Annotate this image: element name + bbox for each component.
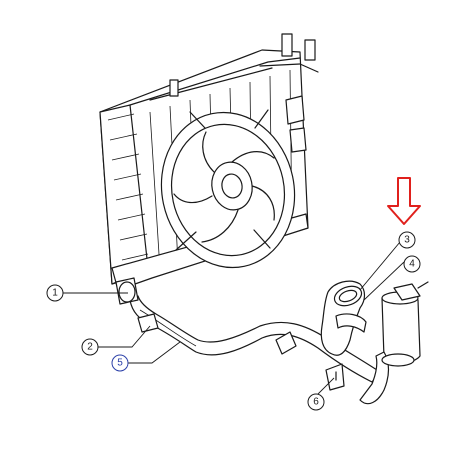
radiator-outlet (115, 277, 139, 305)
callout-5: 5 (111, 354, 129, 372)
cooling-fan (160, 109, 296, 269)
indicator-arrow (387, 177, 421, 225)
leader-4 (363, 261, 405, 301)
leader-2 (98, 325, 151, 348)
leader-6 (317, 377, 335, 395)
leader-3 (359, 241, 401, 291)
callout-5-label: 5 (117, 358, 123, 369)
callout-2: 2 (81, 338, 99, 356)
callout-leaders (63, 241, 405, 395)
callout-6: 6 (307, 393, 325, 411)
callout-2-label: 2 (87, 342, 93, 353)
callout-3: 3 (398, 231, 416, 249)
leader-5 (128, 341, 181, 364)
callout-4: 4 (403, 255, 421, 273)
lower-radiator-hose (129, 295, 381, 391)
callout-1-label: 1 (52, 288, 58, 299)
callout-4-label: 4 (409, 259, 415, 270)
callout-1: 1 (46, 284, 64, 302)
callout-6-label: 6 (313, 397, 319, 408)
hose-outlet-assembly (320, 280, 429, 405)
callout-3-label: 3 (404, 235, 410, 246)
